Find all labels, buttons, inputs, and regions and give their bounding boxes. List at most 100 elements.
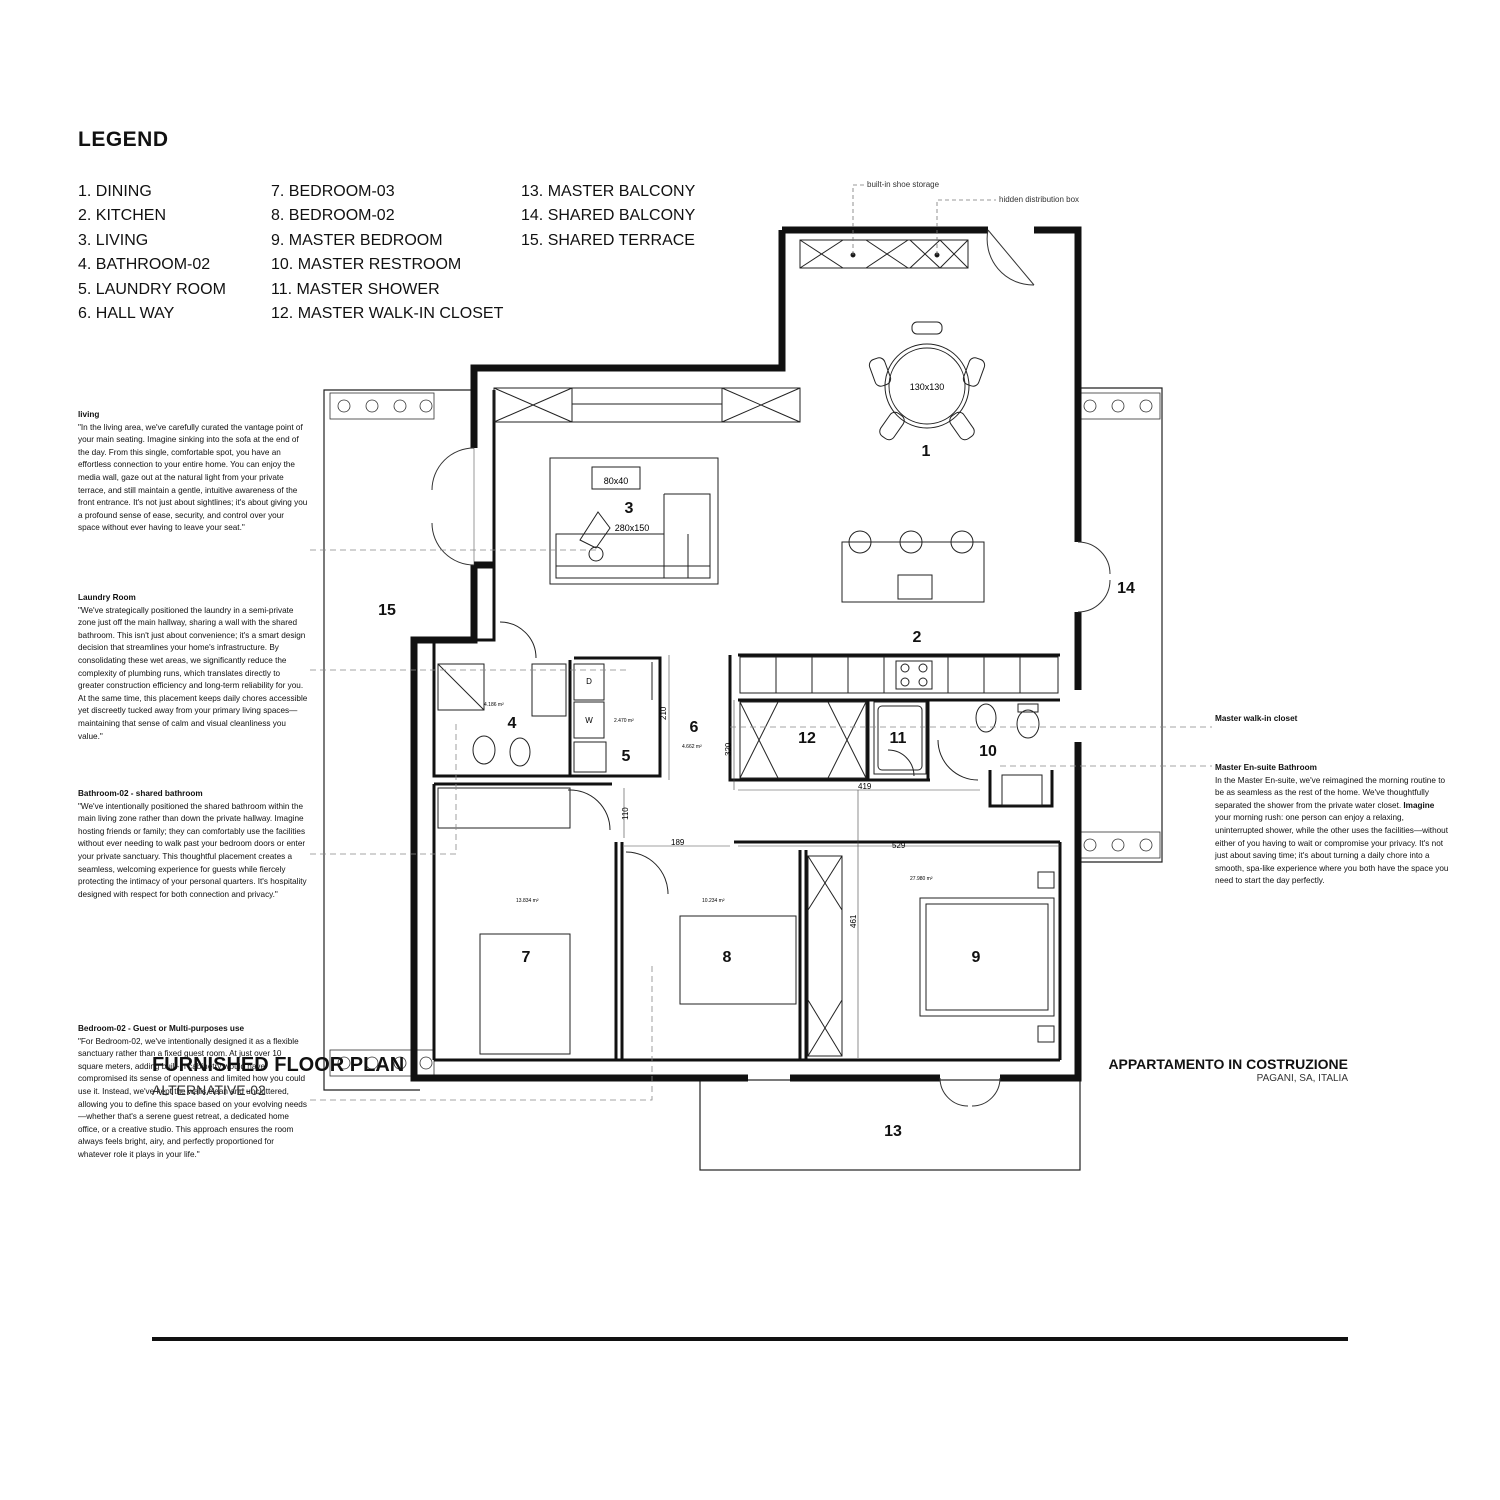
master-balcony-door [939,1077,1001,1107]
room-number-12: 12 [798,730,816,747]
room-number-3: 3 [625,500,634,517]
room-number-15: 15 [378,602,396,619]
kitchen-counter [739,656,1059,694]
project-location: PAGANI, SA, ITALIA [1256,1073,1348,1084]
room-number-11: 11 [890,730,907,747]
area-bedroom-02: 10.234 m² [702,898,725,904]
dimension-lines [623,655,1060,1058]
walk-in-closet [739,701,867,779]
note-bedroom: Bedroom-02 - Guest or Multi-purposes use… [78,1023,308,1162]
note-ensuite-bold: Imagine [1403,800,1435,810]
master-restroom-fixtures [937,703,1043,806]
plan-subtitle: ALTERNATIVE-02 [152,1082,266,1098]
master-shower [873,701,927,777]
note-laundry: Laundry Room "We've strategically positi… [78,592,308,743]
callout-leaders [852,184,996,255]
legend-item: 5. LAUNDRY ROOM [78,280,226,298]
area-master-bedroom: 27.980 m² [910,876,933,882]
note-closet-title: Master walk-in closet [1215,714,1298,723]
laundry-fixtures [573,662,653,773]
legend-item: 10. MASTER RESTROOM [271,256,462,274]
footer-rule [152,1337,1348,1341]
room-number-6: 6 [690,719,699,736]
exterior-walls [410,226,1082,1082]
note-ensuite-text-1: In the Master En-suite, we've reimagined… [1215,775,1446,810]
room-number-14: 14 [1117,580,1135,597]
entrance-door [986,229,1035,286]
built-in-cabinets-top [799,239,969,269]
room-number-5: 5 [622,748,631,765]
room-number-8: 8 [723,949,732,966]
balcony-door [1077,541,1111,613]
legend-item: 8. BEDROOM-02 [271,207,395,225]
note-ensuite-title: Master En-suite Bathroom [1215,763,1317,772]
legend-item: 3. LIVING [78,231,149,249]
note-ensuite-text-2: your morning rush: one person can enjoy … [1215,813,1449,886]
legend-item: 13. MASTER BALCONY [521,183,696,200]
note-bathroom: Bathroom-02 - shared bathroom "We've int… [78,788,308,901]
legend-item: 6. HALL WAY [78,305,175,323]
bathroom-02-fixtures [437,621,567,767]
note-closet: Master walk-in closet [1215,713,1450,726]
room-number-4: 4 [508,715,517,732]
bedroom-03-furniture [437,787,611,1055]
callout-shoe-storage: built-in shoe storage [867,180,940,189]
master-bed [919,871,1055,1043]
legend-item: 11. MASTER SHOWER [271,280,440,298]
tv-label: 80x40 [604,476,629,486]
legend-column-2: 7. BEDROOM-03 8. BEDROOM-02 9. MASTER BE… [271,180,503,326]
dim-529: 529 [892,841,906,850]
note-bathroom-text: "We've intentionally positioned the shar… [78,801,307,899]
legend-column-1: 1. DINING 2. KITCHEN 3. LIVING 4. BATHRO… [78,180,226,326]
legend-item: 12. MASTER WALK-IN CLOSET [271,305,504,323]
dim-461: 461 [849,914,858,928]
room-number-1: 1 [922,443,931,460]
dim-189: 189 [671,838,685,847]
master-wardrobe [807,855,843,1057]
note-bedroom-title: Bedroom-02 - Guest or Multi-purposes use [78,1024,245,1033]
living-furniture [549,457,719,585]
legend-item: 7. BEDROOM-03 [271,183,395,200]
legend-column-3: 13. MASTER BALCONY 14. SHARED BALCONY 15… [521,180,695,253]
note-ensuite: Master En-suite Bathroom In the Master E… [1215,762,1450,888]
area-laundry: 2.470 m² [614,718,634,724]
plan-title: FURNISHED FLOOR PLAN [152,1054,405,1076]
note-laundry-text: "We've strategically positioned the laun… [78,605,308,741]
legend-item: 2. KITCHEN [78,207,167,225]
note-laundry-title: Laundry Room [78,593,136,602]
dining-table [868,321,986,441]
rug-label: 280x150 [615,523,650,533]
note-living-text: "In the living area, we've carefully cur… [78,422,308,533]
callout-distribution-box: hidden distribution box [999,195,1079,204]
note-living: living "In the living area, we've carefu… [78,409,308,535]
note-bathroom-title: Bathroom-02 - shared bathroom [78,789,203,798]
dryer-label: D [586,677,592,686]
room-number-9: 9 [972,949,981,966]
legend-title: LEGEND [78,128,169,151]
project-name: APPARTAMENTO IN COSTRUZIONE [1108,1056,1348,1072]
room-number-7: 7 [522,949,531,966]
note-bedroom-text: "For Bedroom-02, we've intentionally des… [78,1036,307,1159]
dim-210: 210 [659,706,668,720]
dim-320: 320 [724,742,733,756]
interior-walls [432,390,1062,1062]
kitchen-island [841,530,985,603]
legend-item: 9. MASTER BEDROOM [271,231,443,249]
dining-table-label: 130x130 [910,382,945,392]
dim-110: 110 [621,807,630,820]
note-leaders [310,549,1212,1101]
room-number-2: 2 [913,629,922,646]
note-living-title: living [78,410,100,419]
legend-item: 14. SHARED BALCONY [521,207,696,225]
area-bathroom-02: 4.186 m² [484,702,504,708]
legend-item: 15. SHARED TERRACE [521,231,695,249]
bedroom-02-furniture [625,851,797,1005]
room-number-10: 10 [979,743,997,760]
washer-label: W [585,716,593,725]
legend-item: 1. DINING [78,183,152,200]
area-bedroom-03: 13.834 m² [516,898,539,904]
note-ensuite-text: In the Master En-suite, we've reimagined… [1215,775,1450,888]
media-wall-cabinets [493,387,801,423]
legend-item: 4. BATHROOM-02 [78,256,211,274]
terrace-door [431,447,475,566]
